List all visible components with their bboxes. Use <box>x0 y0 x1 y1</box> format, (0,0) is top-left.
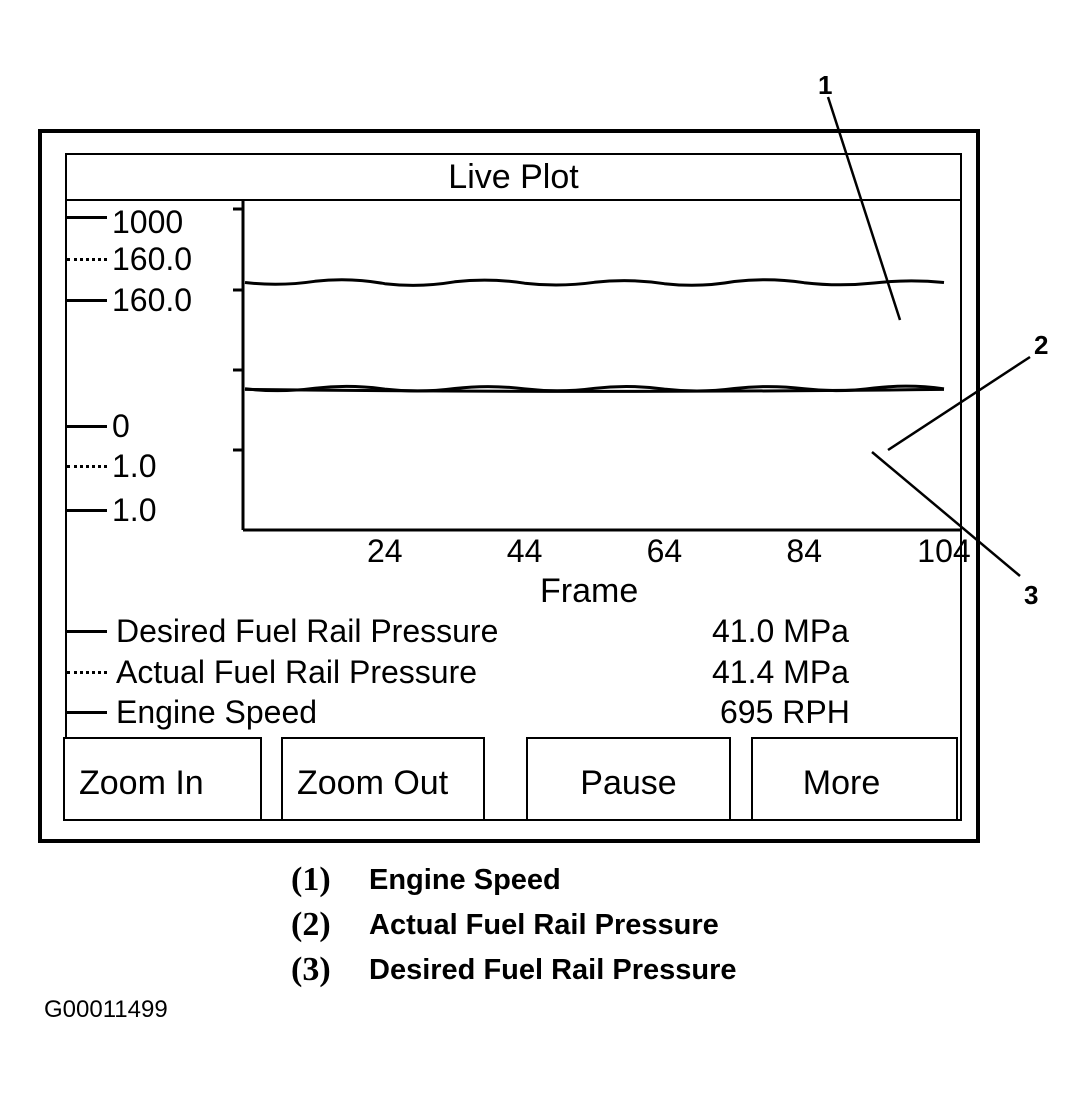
engine-speed-axis-swatch-min <box>67 425 107 428</box>
more-button[interactable]: More <box>751 737 958 821</box>
callout-1-leader <box>826 96 902 321</box>
caption-text-2: Actual Fuel Rail Pressure <box>369 909 719 941</box>
series-line-engine-speed <box>244 278 945 287</box>
desired-pressure-axis-swatch-min <box>67 509 107 512</box>
figure-id: G00011499 <box>44 996 168 1023</box>
legend-name-desired: Desired Fuel Rail Pressure <box>116 613 499 649</box>
actual-pressure-axis-max: 160.0 <box>112 241 193 277</box>
actual-pressure-axis-min: 1.0 <box>112 448 157 484</box>
callout-2-leader <box>887 355 1031 452</box>
series-line-desired-fuel-rail-pressure <box>244 387 945 393</box>
caption-number-3: (3) <box>291 951 331 988</box>
engine-speed-axis-swatch <box>67 216 107 219</box>
zoom-out-button[interactable]: Zoom Out <box>281 737 485 821</box>
legend-swatch-desired <box>67 630 107 633</box>
x-tick-label: 64 <box>647 533 683 569</box>
plot-axes <box>233 200 962 532</box>
callout-3-leader <box>871 451 1021 577</box>
desired-pressure-axis-min: 1.0 <box>112 492 157 528</box>
legend-value-actual: 41.4 MPa <box>712 654 849 690</box>
caption-text-3: Desired Fuel Rail Pressure <box>369 954 737 986</box>
desired-pressure-axis-max: 160.0 <box>112 282 193 318</box>
actual-pressure-axis-swatch-min <box>67 465 107 468</box>
desired-pressure-axis-swatch <box>67 299 107 302</box>
x-tick-label: 104 <box>917 533 970 569</box>
pause-button[interactable]: Pause <box>526 737 731 821</box>
legend-value-desired: 41.0 MPa <box>712 613 849 649</box>
callout-lines <box>826 96 1031 577</box>
callout-2: 2 <box>1034 330 1049 360</box>
legend-name-engine-speed: Engine Speed <box>116 694 318 730</box>
x-tick-layer: 24 44 64 84 104 <box>367 533 971 569</box>
callout-1: 1 <box>818 70 833 100</box>
engine-speed-axis-max: 1000 <box>112 204 184 240</box>
x-axis-title: Frame <box>540 572 639 610</box>
legend-value-engine-speed: 695 RPH <box>720 694 850 730</box>
window-title: Live Plot <box>65 153 962 201</box>
legend-name-actual: Actual Fuel Rail Pressure <box>116 654 478 690</box>
engine-speed-axis-min: 0 <box>112 408 130 444</box>
actual-pressure-axis-swatch <box>67 258 107 261</box>
legend-swatch-actual <box>67 671 107 674</box>
callout-3: 3 <box>1024 580 1039 610</box>
caption-number-2: (2) <box>291 906 331 943</box>
zoom-in-button[interactable]: Zoom In <box>63 737 262 821</box>
caption-text-1: Engine Speed <box>369 864 561 896</box>
x-tick-label: 24 <box>367 533 403 569</box>
series-layer <box>244 278 945 393</box>
live-plot-panel <box>65 153 962 821</box>
scan-tool-screen <box>38 129 980 843</box>
x-tick-label: 84 <box>786 533 822 569</box>
legend-swatch-engine-speed <box>67 711 107 714</box>
x-tick-label: 44 <box>507 533 543 569</box>
caption-number-1: (1) <box>291 861 331 898</box>
